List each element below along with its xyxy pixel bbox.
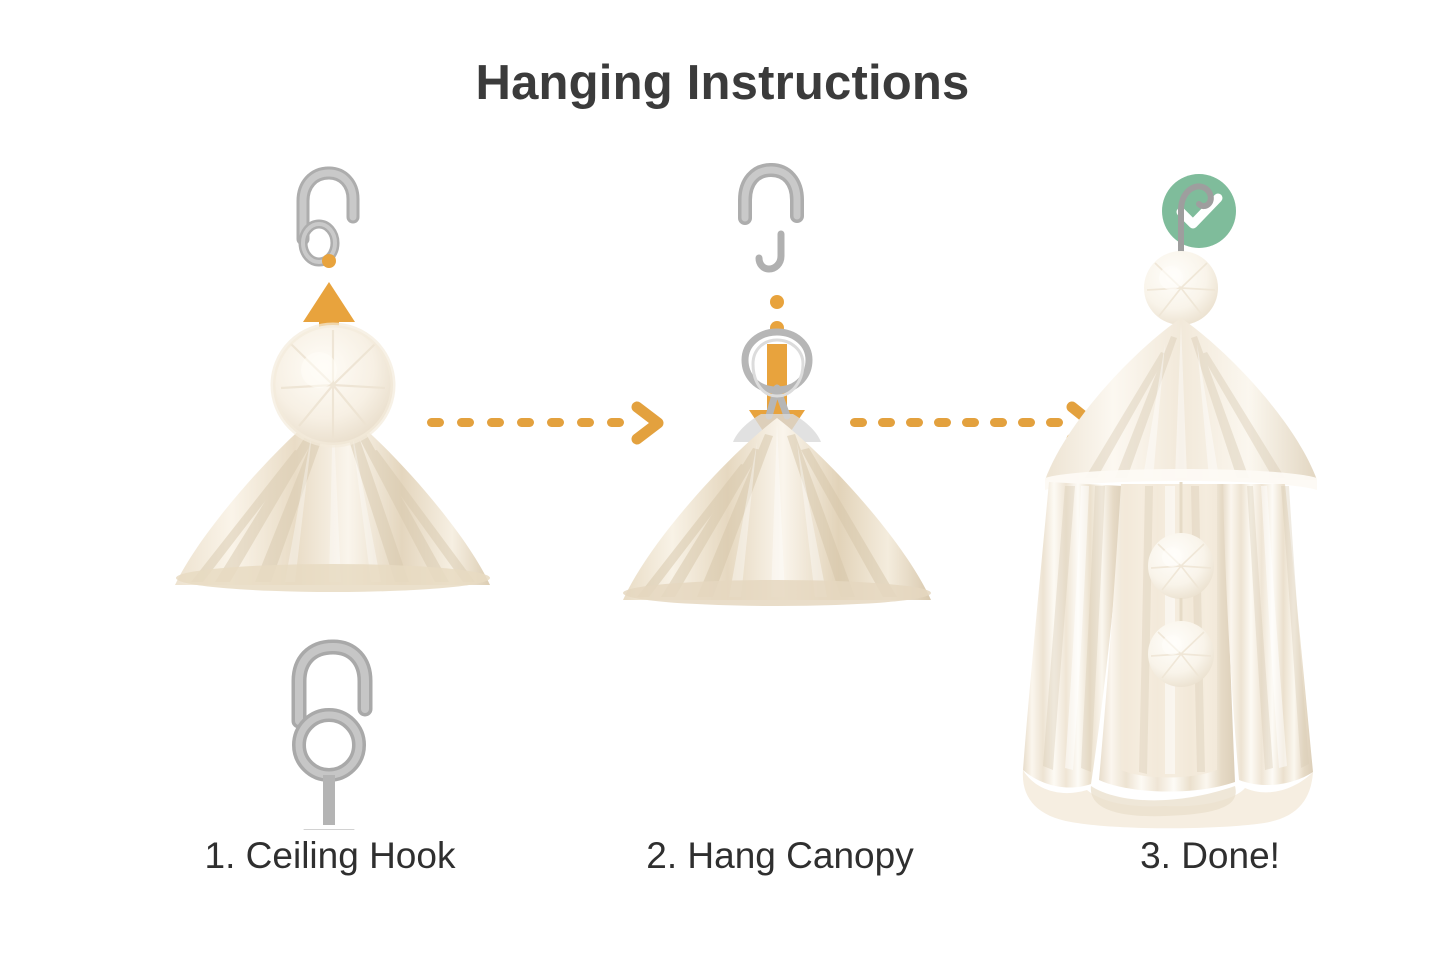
- step-2-label: 2. Hang Canopy: [646, 835, 914, 876]
- dashed-arrow-right-1: [427, 401, 664, 445]
- hanging-pompom-upper: [1148, 533, 1214, 599]
- hanging-hook-icon: [1178, 183, 1214, 257]
- canopy-cone-top: [1045, 318, 1317, 480]
- canopy-with-metal-loop: [623, 328, 931, 606]
- metal-loop-icon: [741, 328, 813, 420]
- pompom-icon: [270, 322, 396, 448]
- ceiling-hook-icon: [738, 163, 804, 273]
- step-3-illustration: [1022, 183, 1317, 829]
- step-2-illustration: [623, 163, 931, 606]
- canopy-hoop-ring: [1045, 469, 1317, 490]
- ceiling-mount-hook-icon: [291, 639, 373, 830]
- top-pompom-icon: [1144, 251, 1218, 325]
- step-1-illustration: [175, 166, 490, 830]
- page-title: Hanging Instructions: [475, 56, 970, 110]
- carabiner-clasp-icon: [296, 166, 360, 267]
- canopy-with-pompom: [175, 322, 490, 592]
- step-1-ceiling-hook: [95, 130, 565, 830]
- step-2-hang-canopy: [565, 130, 995, 830]
- hanging-pompoms: [1148, 482, 1214, 687]
- connector-step-1-to-2: [425, 398, 670, 448]
- hanging-pompom-lower: [1148, 621, 1214, 687]
- step-1-label: 1. Ceiling Hook: [204, 835, 456, 876]
- step-3-done: [995, 130, 1425, 830]
- step-3-label: 3. Done!: [1140, 835, 1280, 876]
